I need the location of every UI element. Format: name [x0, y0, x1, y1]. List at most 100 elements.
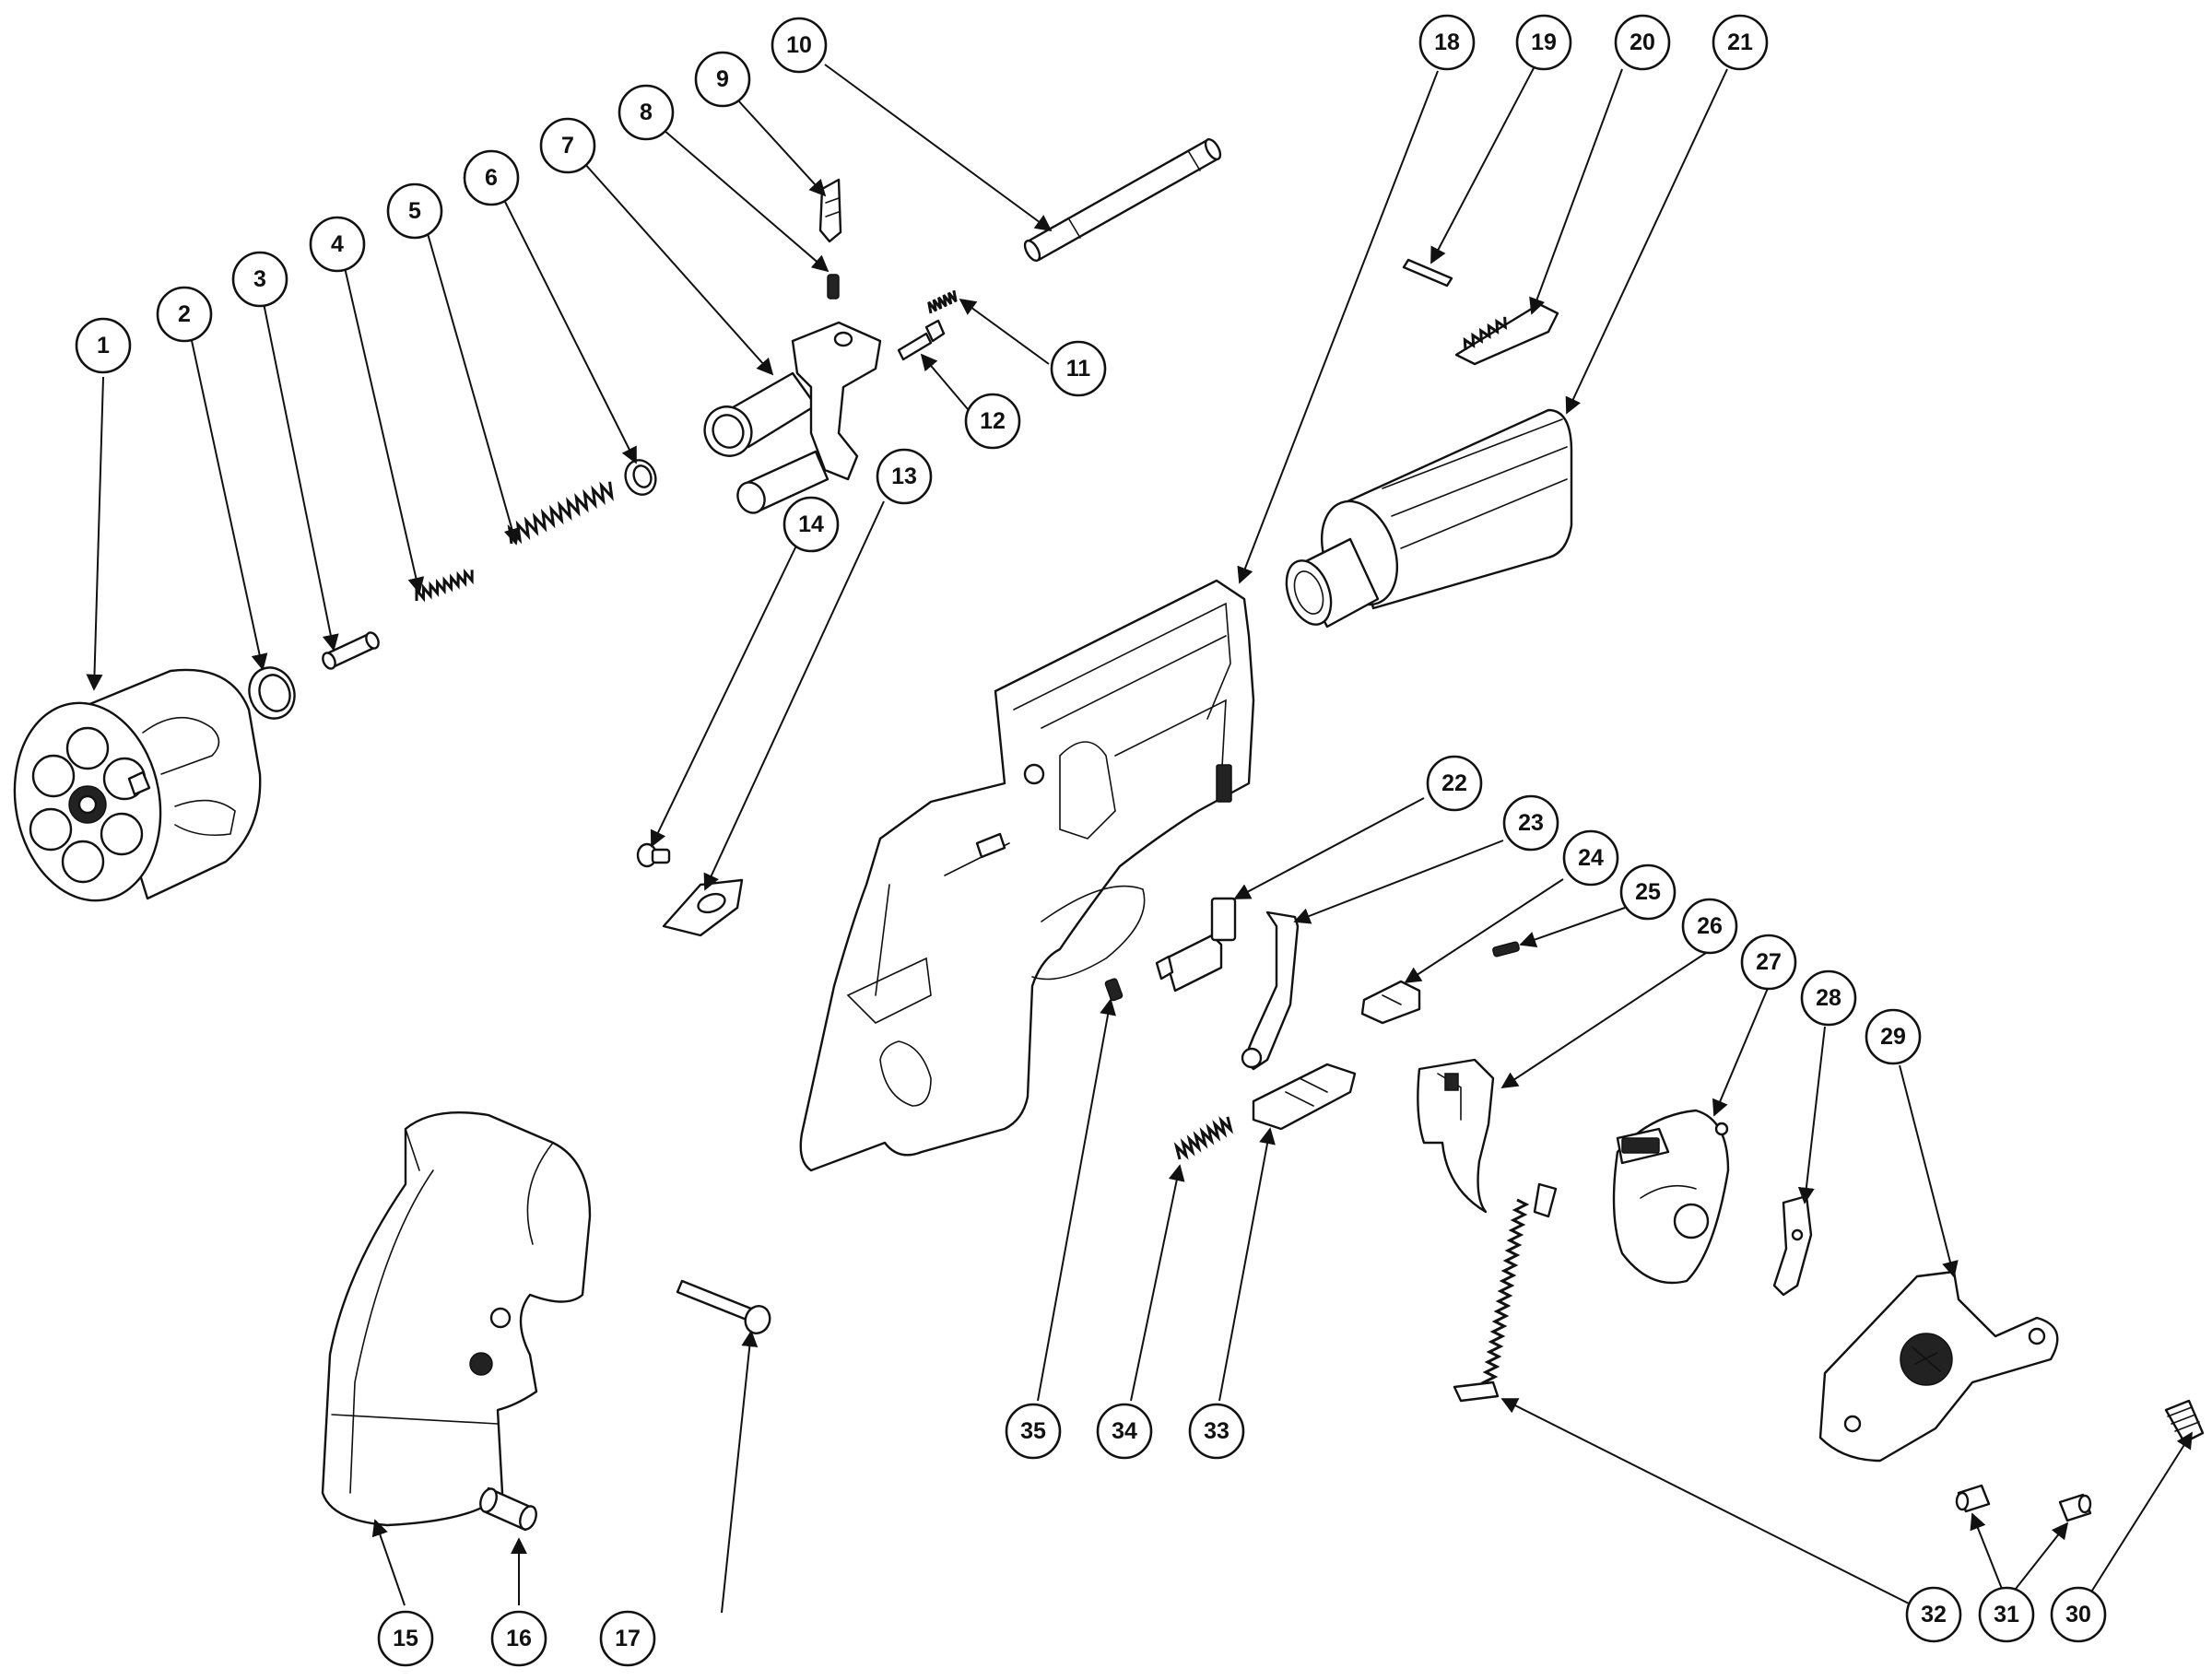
callout-27: 27 [1740, 934, 1797, 991]
part-rod-10 [1023, 137, 1222, 263]
part-screw-14 [636, 842, 671, 868]
callout-35: 35 [1005, 1403, 1062, 1460]
part-rebound-33 [1252, 1063, 1357, 1131]
callout-1: 1 [75, 317, 132, 374]
callout-6: 6 [463, 149, 520, 206]
callout-19: 19 [1515, 14, 1572, 71]
callout-33: 33 [1188, 1403, 1245, 1460]
callout-label: 14 [798, 511, 824, 537]
callout-label: 9 [716, 66, 729, 92]
callout-29: 29 [1865, 1008, 1922, 1065]
callout-18: 18 [1418, 14, 1476, 71]
callout-label: 5 [408, 198, 421, 224]
callout-label: 17 [615, 1626, 641, 1651]
callout-17: 17 [599, 1610, 656, 1667]
callout-15: 15 [377, 1610, 434, 1667]
part-barrel-21 [1285, 408, 1573, 629]
part-24 [1360, 980, 1421, 1025]
callout-label: 10 [786, 32, 812, 58]
part-plunger-12 [897, 319, 946, 361]
callout-label: 27 [1756, 949, 1782, 975]
callout-label: 7 [561, 133, 574, 159]
callout-label: 1 [97, 333, 110, 358]
callout-3: 3 [231, 251, 288, 308]
callout-13: 13 [876, 448, 933, 505]
callout-label: 33 [1204, 1418, 1230, 1444]
callout-20: 20 [1614, 14, 1671, 71]
callout-label: 29 [1880, 1024, 1906, 1050]
part-grip-15 [321, 1110, 592, 1527]
callout-label: 18 [1434, 29, 1460, 55]
callout-label: 26 [1697, 913, 1723, 939]
callout-label: 6 [485, 165, 498, 191]
part-collar-6 [624, 459, 657, 496]
part-thumbpiece-13 [662, 878, 744, 937]
callout-label: 15 [393, 1626, 418, 1651]
part-pin-25 [1492, 941, 1520, 957]
callout-32: 32 [1905, 1586, 1962, 1643]
callout-label: 24 [1578, 845, 1604, 871]
callout-31: 31 [1978, 1586, 2035, 1643]
callout-label: 12 [980, 408, 1006, 434]
callout-12: 12 [964, 393, 1021, 450]
part-pin-19 [1402, 258, 1453, 288]
callout-22: 22 [1426, 755, 1483, 812]
callout-21: 21 [1712, 14, 1769, 71]
callout-14: 14 [782, 496, 840, 553]
part-pin-35 [1104, 978, 1124, 1002]
callout-16: 16 [490, 1610, 547, 1667]
part-sideplate-29 [1818, 1270, 2059, 1463]
callout-2: 2 [156, 286, 213, 343]
callout-label: 3 [253, 266, 266, 292]
part-small-spring-4 [415, 569, 474, 603]
part-20 [1454, 302, 1559, 366]
callout-23: 23 [1502, 794, 1559, 852]
callout-7: 7 [539, 117, 596, 174]
part-lever-28 [1772, 1194, 1813, 1297]
callout-11: 11 [1050, 340, 1107, 397]
part-pin-3 [322, 631, 380, 670]
callout-24: 24 [1562, 829, 1619, 887]
callout-25: 25 [1619, 863, 1677, 921]
callout-label: 23 [1518, 810, 1544, 836]
part-screw-30 [2164, 1399, 2205, 1444]
callout-label: 16 [506, 1626, 532, 1651]
part-screw-17 [676, 1279, 771, 1334]
callout-28: 28 [1800, 969, 1857, 1027]
callout-label: 13 [891, 464, 917, 489]
callout-4: 4 [309, 216, 366, 273]
part-trigger-26 [1417, 1058, 1495, 1214]
part-spring-5 [507, 481, 614, 545]
callout-label: 28 [1816, 985, 1841, 1011]
part-hammer-27 [1612, 1109, 1730, 1285]
callout-26: 26 [1681, 898, 1738, 955]
callout-label: 4 [331, 231, 344, 257]
callout-label: 34 [1112, 1418, 1137, 1444]
leader-lines [86, 64, 2193, 1614]
callout-label: 32 [1921, 1602, 1947, 1627]
part-ring [248, 666, 296, 720]
callout-5: 5 [386, 182, 443, 240]
part-spring-11 [927, 289, 958, 314]
callout-label: 11 [1066, 356, 1091, 382]
callout-9: 9 [694, 51, 751, 108]
callout-8: 8 [618, 84, 675, 141]
part-latch-9 [818, 178, 842, 243]
callout-label: 30 [2065, 1602, 2091, 1627]
part-pin-8 [827, 274, 840, 300]
callout-label: 2 [178, 301, 191, 327]
callout-label: 20 [1630, 29, 1655, 55]
part-cylinder [13, 668, 262, 902]
callout-label: 8 [640, 100, 653, 125]
callout-30: 30 [2050, 1586, 2107, 1643]
callout-label: 19 [1531, 29, 1557, 55]
part-screws-31 [1955, 1484, 2092, 1522]
callout-label: 31 [1994, 1602, 2019, 1627]
part-screw-16 [479, 1486, 537, 1532]
part-22 [1155, 897, 1237, 993]
part-yoke-7 [703, 321, 882, 514]
part-lever-23 [1241, 910, 1300, 1071]
callout-label: 21 [1727, 29, 1753, 55]
